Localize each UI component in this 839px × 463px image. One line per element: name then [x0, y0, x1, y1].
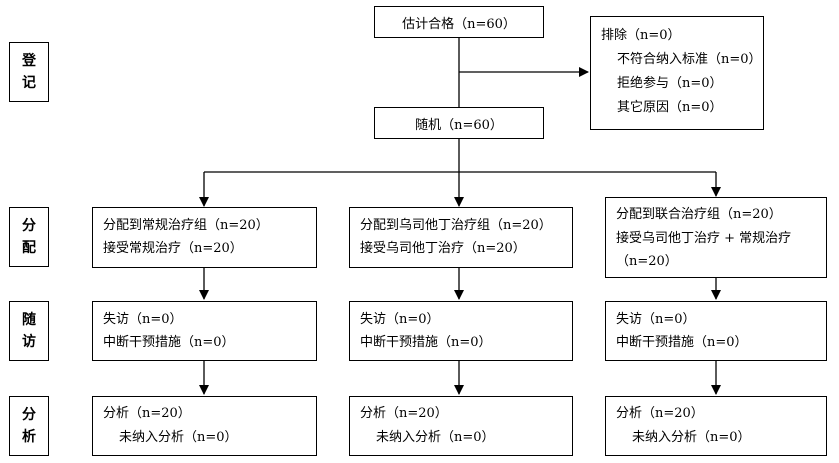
analysis-line: 未纳入分析（n=0）: [119, 430, 238, 445]
group3-followup-box: 失访（n=0） 中断干预措施（n=0）: [605, 301, 827, 361]
excluded-item: 其它原因（n=0）: [617, 100, 723, 115]
group1-allocation-box: 分配到常规治疗组（n=20） 接受常规治疗（n=20）: [92, 207, 317, 268]
followup-line: 失访（n=0）: [103, 312, 183, 327]
allocation-line: （n=20）: [616, 254, 678, 269]
allocation-line: 分配到乌司他丁治疗组（n=20）: [360, 218, 552, 233]
stage-label-enrollment: 登 记: [9, 42, 49, 102]
followup-line: 中断干预措施（n=0）: [360, 335, 492, 350]
assessed-box: 估计合格（n=60）: [374, 6, 544, 38]
excluded-box: 排除（n=0） 不符合纳入标准（n=0） 拒绝参与（n=0） 其它原因（n=0）: [590, 16, 764, 130]
analysis-line: 分析（n=20）: [360, 406, 448, 421]
group3-allocation-box: 分配到联合治疗组（n=20） 接受乌司他丁治疗 + 常规治疗 （n=20）: [605, 197, 827, 278]
allocation-line: 接受乌司他丁治疗（n=20）: [360, 241, 526, 256]
excluded-item: 不符合纳入标准（n=0）: [617, 52, 762, 67]
group2-analysis-box: 分析（n=20） 未纳入分析（n=0）: [349, 396, 573, 456]
allocation-line: 分配到常规治疗组（n=20）: [103, 218, 269, 233]
group1-analysis-box: 分析（n=20） 未纳入分析（n=0）: [92, 396, 317, 456]
followup-line: 中断干预措施（n=0）: [103, 335, 235, 350]
analysis-line: 未纳入分析（n=0）: [632, 430, 751, 445]
analysis-line: 未纳入分析（n=0）: [376, 430, 495, 445]
allocation-line: 接受乌司他丁治疗 + 常规治疗: [616, 231, 792, 246]
followup-line: 中断干预措施（n=0）: [616, 335, 748, 350]
excluded-title: 排除（n=0）: [601, 28, 681, 43]
allocation-line: 接受常规治疗（n=20）: [103, 241, 243, 256]
followup-line: 失访（n=0）: [616, 312, 696, 327]
allocation-line: 分配到联合治疗组（n=20）: [616, 207, 782, 222]
stage-label-allocation: 分 配: [9, 207, 49, 267]
analysis-line: 分析（n=20）: [616, 406, 704, 421]
randomized-box: 随机（n=60）: [374, 107, 544, 139]
analysis-line: 分析（n=20）: [103, 406, 191, 421]
stage-label-analysis: 分 析: [9, 396, 49, 456]
group2-allocation-box: 分配到乌司他丁治疗组（n=20） 接受乌司他丁治疗（n=20）: [349, 207, 573, 268]
randomized-text: 随机（n=60）: [415, 117, 503, 133]
group2-followup-box: 失访（n=0） 中断干预措施（n=0）: [349, 301, 573, 361]
group1-followup-box: 失访（n=0） 中断干预措施（n=0）: [92, 301, 317, 361]
assessed-text: 估计合格（n=60）: [402, 16, 516, 32]
stage-label-followup: 随 访: [9, 301, 49, 361]
excluded-item: 拒绝参与（n=0）: [617, 76, 723, 91]
followup-line: 失访（n=0）: [360, 312, 440, 327]
group3-analysis-box: 分析（n=20） 未纳入分析（n=0）: [605, 396, 827, 456]
